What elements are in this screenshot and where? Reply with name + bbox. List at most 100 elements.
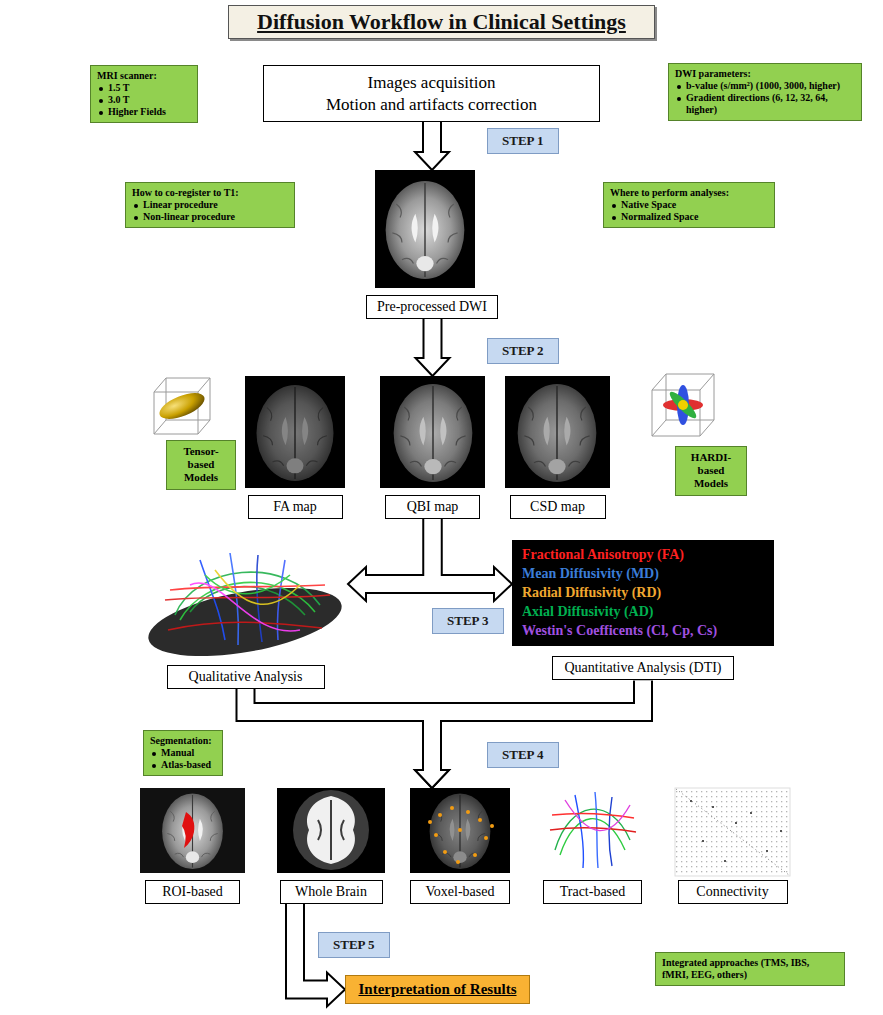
- arrow-head: [494, 567, 512, 601]
- image-caption: FA map: [248, 495, 343, 519]
- voxel-image: [458, 828, 462, 832]
- fa-map-image: [245, 376, 345, 488]
- image-panel: Tract-based: [543, 788, 642, 904]
- hardi-glyph: [678, 400, 688, 410]
- whole-brain-image: [293, 790, 369, 870]
- step-text: STEP 4: [502, 747, 544, 763]
- image-caption: Qualitative Analysis: [167, 665, 325, 689]
- registration-note: How to co-register to T1:Linear procedur…: [125, 182, 295, 228]
- note-text: Tensor-based Models: [173, 445, 229, 485]
- bullet-item: 1.5 T: [97, 82, 191, 94]
- arrow-head: [415, 770, 449, 788]
- block-arrow: [424, 122, 440, 154]
- arrow-head: [327, 973, 345, 1007]
- fa-map-image: [245, 376, 345, 488]
- arrow-head: [415, 152, 449, 170]
- panel-caption: Quantitative Analysis (DTI): [552, 656, 734, 680]
- tractography-image: [257, 555, 262, 642]
- step-text: STEP 1: [502, 133, 544, 149]
- bullet-item: Native Space: [610, 199, 768, 211]
- hardi-glyph: [677, 385, 689, 425]
- note-text: HARDI-based Models: [682, 451, 740, 491]
- qbi-map-image: [394, 384, 473, 482]
- roi-image: [162, 793, 223, 869]
- tractography-image: [200, 560, 225, 640]
- voxel-image: [478, 818, 482, 822]
- whole-brain-image: [318, 800, 344, 860]
- voxel-image: [428, 806, 494, 864]
- image-caption: Whole Brain: [280, 880, 383, 904]
- diagram-title: Diffusion Workflow in Clinical Settings: [257, 9, 626, 35]
- metric-name: Mean Diffusivity (MD): [522, 565, 764, 584]
- voxel-image: [438, 813, 442, 817]
- tractography-image: [170, 585, 325, 590]
- note-heading: Segmentation:: [150, 735, 216, 747]
- block-arrow: [433, 519, 497, 584]
- step-label: STEP 3: [432, 608, 504, 634]
- arrow-head: [494, 567, 512, 601]
- hardi-glyph: [663, 399, 703, 411]
- voxel-image: [484, 836, 488, 840]
- bullet-item: 3.0 T: [97, 94, 191, 106]
- scanner-note: MRI scanner:1.5 T3.0 THigher Fields: [90, 65, 198, 123]
- arrow-head: [416, 358, 450, 376]
- roi-image: [182, 812, 194, 848]
- parameter-note: DWI parameters:b-value (s/mm²) (1000, 30…: [668, 63, 862, 121]
- image-caption: ROI-based: [145, 880, 240, 904]
- image-panel: Qualitative Analysis: [143, 545, 348, 689]
- voxel-image: [456, 860, 460, 864]
- note-heading: MRI scanner:: [97, 70, 191, 82]
- tensor-glyph: [156, 388, 208, 425]
- connectivity-matrix: [675, 788, 790, 876]
- process-text: Images acquisition: [368, 72, 496, 93]
- step-label: STEP 4: [487, 742, 559, 768]
- tractography-image: [165, 553, 330, 645]
- image-caption: Pre-processed DWI: [366, 295, 498, 319]
- step-text: STEP 3: [447, 613, 489, 629]
- arrow-head: [416, 358, 450, 376]
- step-label: STEP 2: [487, 338, 559, 364]
- model-note: Tensor-based Models: [166, 440, 236, 490]
- connectivity-matrix: [766, 850, 768, 852]
- metric-panel: Fractional Anisotropy (FA)Mean Diffusivi…: [512, 540, 774, 646]
- bullet-item: Manual: [150, 747, 216, 759]
- bullet-item: Gradient directions (6, 12, 32, 64, high…: [675, 92, 855, 116]
- block-arrow: [364, 519, 433, 584]
- arrow-head: [415, 770, 449, 788]
- whole-brain-image: [307, 796, 355, 864]
- image-panel: QBI map: [380, 376, 485, 519]
- tract-image: [543, 788, 642, 873]
- voxel-image: [430, 793, 491, 869]
- voxel-image: [473, 853, 477, 857]
- csd-map-image: [505, 376, 610, 488]
- voxel-image: [428, 820, 432, 824]
- image-panel: Connectivity: [675, 788, 790, 904]
- hardi-glyph: [667, 389, 700, 422]
- note-heading: How to co-register to T1:: [132, 187, 288, 199]
- arrow-heads: [327, 152, 512, 1007]
- note-text: Integrated approaches (TMS, IBS, fMRI, E…: [662, 957, 838, 981]
- arrow-head: [348, 567, 366, 601]
- image-caption: Tract-based: [543, 880, 642, 904]
- arrow-head: [348, 567, 366, 601]
- connectivity-matrix: [750, 812, 752, 814]
- tract-image: [609, 797, 612, 866]
- bullet-item: Normalized Space: [610, 211, 768, 223]
- dwi-image: [375, 170, 475, 288]
- tensor-glyph: [154, 378, 210, 434]
- image-panel: Whole Brain: [277, 788, 385, 904]
- image-panel: ROI-based: [140, 788, 245, 904]
- step-label: STEP 1: [487, 128, 559, 154]
- dwi-image: [375, 170, 475, 288]
- segmentation-note: Segmentation:ManualAtlas-based: [143, 730, 223, 776]
- process-text: Motion and artifacts correction: [326, 94, 537, 115]
- dwi-image: [386, 181, 465, 279]
- image-panel: CSD map: [505, 376, 610, 519]
- bullet-item: b-value (s/mm²) (1000, 3000, higher): [675, 80, 855, 92]
- roi-image: [140, 788, 245, 873]
- connectivity-matrix: [735, 822, 737, 824]
- metric-name: Radial Diffusivity (RD): [522, 584, 764, 603]
- connectivity-matrix: [780, 830, 782, 832]
- connectivity-matrix: [702, 840, 704, 842]
- note-heading: DWI parameters:: [675, 68, 855, 80]
